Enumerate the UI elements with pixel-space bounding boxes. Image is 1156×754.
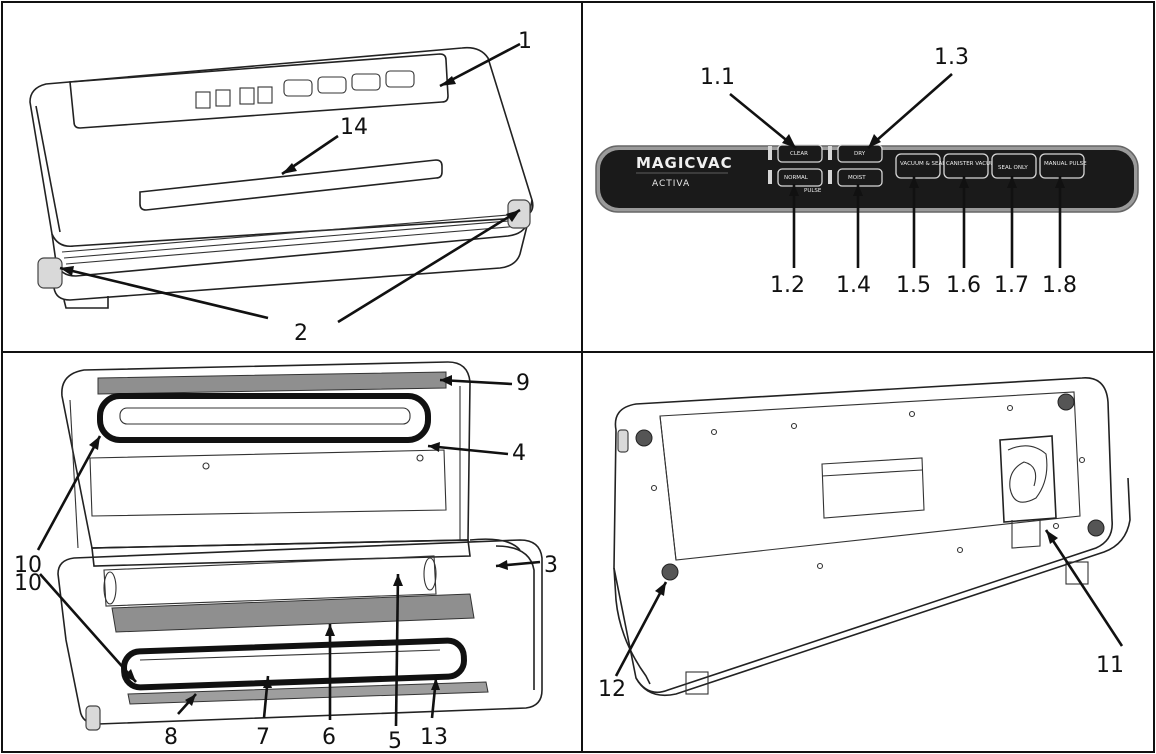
- callout-5: 5: [388, 729, 402, 754]
- led-indicator: [828, 146, 832, 160]
- rating-label: [821, 457, 925, 519]
- callout-1-7: 1.7: [994, 273, 1029, 298]
- underside-drawing: [613, 377, 1131, 697]
- callout-13: 13: [420, 725, 448, 750]
- callout-10-bottom: 10: [14, 571, 42, 596]
- callout-8: 8: [164, 725, 178, 750]
- display-digits: [195, 86, 273, 109]
- leader-2-right: [337, 208, 521, 324]
- svg-text:MOIST: MOIST: [848, 175, 866, 181]
- button-1-1-clear[interactable]: CLEAR: [777, 144, 823, 163]
- lid-vacuum-gasket: [97, 393, 431, 443]
- callout-1-8: 1.8: [1042, 273, 1077, 298]
- arrowhead-2-right: [506, 210, 520, 222]
- button-1-5-vacuum-seal[interactable]: VACUUM & SEAL: [895, 153, 946, 179]
- callout-4: 4: [512, 441, 526, 466]
- svg-text:SEAL ONLY: SEAL ONLY: [998, 165, 1028, 171]
- svg-text:MANUAL PULSE: MANUAL PULSE: [1044, 161, 1087, 167]
- arrowhead-1: [440, 76, 456, 86]
- rubber-foot: [661, 563, 679, 581]
- closed-sealer-drawing: [29, 46, 534, 309]
- callout-1: 1: [518, 29, 532, 54]
- heating-strip: [127, 681, 489, 705]
- arrowhead-14: [282, 163, 297, 174]
- callout-1-4: 1.4: [836, 273, 871, 298]
- callout-6: 6: [322, 725, 336, 750]
- callout-1-5: 1.5: [896, 273, 931, 298]
- callout-9: 9: [516, 371, 530, 396]
- svg-text:CLEAR: CLEAR: [790, 151, 808, 157]
- panel-control-panel: MAGICVAC ACTIVA CLEAR NORMAL PULSE DRY M…: [595, 45, 1139, 298]
- leader-5: [394, 573, 400, 727]
- led-indicator: [768, 146, 772, 160]
- leader-12: [614, 581, 668, 677]
- leader-2-left: [59, 266, 269, 320]
- control-buttons-closed: [283, 70, 415, 97]
- base-vacuum-gasket: [121, 637, 467, 691]
- leader-1-1: [729, 92, 797, 150]
- svg-text:DRY: DRY: [854, 151, 866, 157]
- left-lock-latch: [37, 257, 63, 289]
- panel-open-sealer: 9 4 10 3 10 8 7 6 5 13: [14, 361, 558, 754]
- callout-10-top: 10: [14, 553, 42, 578]
- callout-2: 2: [294, 321, 308, 346]
- button-1-6-canister-vacuum[interactable]: CANISTER VACUUM: [943, 153, 999, 179]
- button-1-2-normal-pulse[interactable]: NORMAL PULSE: [777, 168, 823, 194]
- rubber-foot: [635, 429, 653, 447]
- button-1-3-dry[interactable]: DRY: [837, 144, 883, 163]
- control-panel-window: [69, 53, 449, 129]
- callout-7: 7: [256, 725, 270, 750]
- callout-1-2: 1.2: [770, 273, 805, 298]
- svg-text:NORMAL: NORMAL: [784, 175, 809, 181]
- panel-underside: 12 11: [598, 377, 1131, 702]
- leader-1-3: [867, 73, 953, 149]
- callout-1-1: 1.1: [700, 65, 735, 90]
- svg-text:PULSE: PULSE: [804, 188, 822, 194]
- svg-text:VACUUM & SEAL: VACUUM & SEAL: [900, 161, 946, 167]
- callout-12: 12: [598, 677, 626, 702]
- cord-storage: [999, 435, 1057, 523]
- cutter-bar: [111, 593, 475, 633]
- callout-11: 11: [1096, 653, 1124, 678]
- cutter-slot: [139, 159, 443, 211]
- lid-foam-strip: [97, 371, 447, 395]
- led-indicator: [768, 170, 772, 184]
- callout-1-6: 1.6: [946, 273, 981, 298]
- led-indicator: [828, 170, 832, 184]
- arrowhead-2-left: [60, 266, 74, 276]
- leader-4: [427, 444, 509, 456]
- svg-text:CANISTER VACUUM: CANISTER VACUUM: [946, 161, 999, 167]
- callout-1-3: 1.3: [934, 45, 969, 70]
- callout-14: 14: [340, 115, 368, 140]
- brand-logo: MAGICVAC: [636, 154, 733, 172]
- callout-3: 3: [544, 553, 558, 578]
- rubber-foot: [1087, 519, 1105, 537]
- rubber-foot: [1057, 393, 1075, 411]
- open-sealer-drawing: [57, 361, 543, 731]
- button-1-7-seal-only[interactable]: SEAL ONLY: [991, 153, 1037, 179]
- button-1-8-manual-pulse[interactable]: MANUAL PULSE: [1039, 153, 1087, 179]
- model-name: ACTIVA: [652, 179, 690, 189]
- leader-11: [1044, 529, 1124, 647]
- leader-10-top: [36, 435, 102, 551]
- button-1-4-moist[interactable]: MOIST: [837, 168, 883, 187]
- panel-closed-sealer: 1 14 2: [29, 29, 534, 346]
- leader-10-bottom: [39, 573, 137, 683]
